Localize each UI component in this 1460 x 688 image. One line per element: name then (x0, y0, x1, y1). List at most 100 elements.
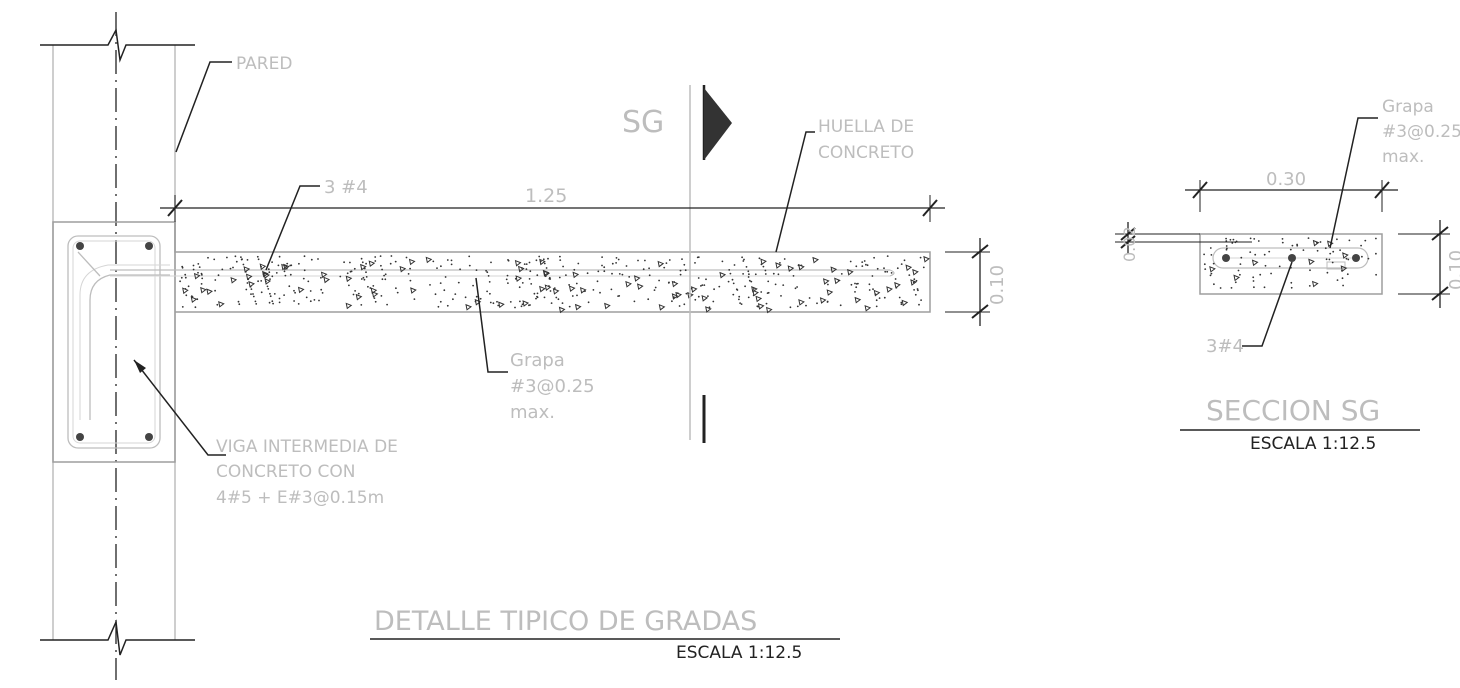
concrete-speckle (1342, 252, 1349, 259)
concrete-speckle (353, 267, 356, 270)
concrete-speckle (529, 270, 532, 273)
concrete-speckle (1270, 272, 1272, 275)
concrete-speckle (922, 266, 925, 269)
concrete-speckle (705, 278, 707, 281)
concrete-speckle (472, 284, 474, 287)
concrete-speckle (509, 301, 512, 303)
concrete-speckle (816, 302, 818, 305)
concrete-speckle (854, 296, 862, 304)
concrete-speckle (269, 278, 271, 280)
concrete-speckle (1278, 265, 1281, 268)
concrete-speckle (489, 301, 492, 304)
concrete-speckle (439, 300, 442, 303)
concrete-speckle (683, 303, 686, 306)
concrete-speckle (271, 261, 273, 263)
concrete-speckle (732, 293, 735, 296)
concrete-speckle (386, 303, 388, 306)
concrete-speckle (586, 272, 589, 275)
concrete-speckle (826, 289, 834, 296)
concrete-speckle (1375, 237, 1377, 240)
concrete-speckle (349, 261, 351, 264)
grapa-main-line1: Grapa (510, 350, 565, 371)
concrete-speckle (884, 270, 887, 273)
concrete-speckle (265, 280, 267, 283)
concrete-speckle (850, 283, 853, 286)
concrete-speckle (1249, 237, 1252, 240)
concrete-speckle (514, 259, 522, 267)
concrete-speckle (246, 282, 249, 284)
concrete-speckle (465, 303, 473, 311)
concrete-speckle (525, 268, 528, 270)
concrete-speckle (653, 289, 656, 291)
concrete-speckle (765, 302, 768, 305)
concrete-speckle (719, 271, 727, 279)
concrete-speckle (429, 284, 431, 286)
concrete-speckle (615, 262, 617, 264)
section-dim-width: 0.30 (1266, 169, 1306, 190)
concrete-speckle (250, 288, 253, 290)
concrete-speckle (748, 273, 750, 276)
concrete-speckle (604, 302, 611, 310)
concrete-speckle (1210, 272, 1213, 275)
concrete-speckle (450, 259, 453, 262)
concrete-speckle (298, 262, 300, 265)
concrete-speckle (775, 262, 782, 269)
concrete-speckle (636, 283, 644, 290)
label-pared: PARED (175, 54, 292, 153)
concrete-speckle (597, 270, 600, 273)
concrete-speckle (538, 255, 541, 258)
concrete-speckle (707, 295, 709, 297)
concrete-speckle (1257, 240, 1260, 242)
concrete-speckle (269, 292, 271, 295)
concrete-speckle (1252, 276, 1255, 279)
concrete-speckle (757, 305, 760, 308)
concrete-speckle (439, 282, 442, 284)
concrete-speckle (184, 276, 187, 279)
concrete-speckle (216, 303, 219, 306)
concrete-speckle (618, 273, 621, 275)
concrete-speckle (1367, 257, 1370, 260)
concrete-speckle (536, 295, 538, 298)
concrete-speckle (572, 271, 580, 279)
concrete-speckle (267, 268, 270, 271)
concrete-speckle (772, 272, 775, 275)
concrete-speckle (352, 293, 355, 296)
concrete-speckle (739, 302, 741, 304)
viga-label-line3: 4#5 + E#3@0.15m (216, 488, 384, 508)
concrete-speckle (486, 290, 488, 293)
concrete-speckle (213, 258, 216, 261)
concrete-speckle (900, 263, 903, 265)
concrete-speckle (797, 264, 800, 267)
concrete-speckle (214, 279, 217, 281)
concrete-speckle (256, 255, 259, 258)
concrete-speckle (914, 293, 917, 296)
concrete-speckle (191, 296, 194, 299)
concrete-speckle (873, 289, 881, 297)
concrete-speckle (363, 278, 366, 281)
concrete-speckle (1325, 258, 1328, 261)
concrete-speckle (615, 257, 618, 259)
concrete-speckle (644, 259, 646, 262)
concrete-speckle (278, 297, 281, 300)
concrete-speckle (745, 266, 748, 268)
concrete-speckle (1328, 258, 1331, 261)
concrete-speckle (318, 299, 320, 302)
concrete-speckle (230, 276, 238, 284)
concrete-speckle (919, 256, 922, 259)
concrete-speckle (913, 278, 916, 281)
concrete-speckle (1204, 268, 1207, 270)
concrete-speckle (293, 289, 295, 292)
concrete-speckle (913, 289, 915, 291)
concrete-speckle (486, 271, 489, 274)
concrete-speckle (497, 304, 500, 307)
concrete-speckle (193, 272, 201, 280)
concrete-speckle (360, 257, 363, 260)
concrete-speckle (357, 292, 360, 295)
concrete-speckle (579, 287, 587, 294)
concrete-speckle (244, 271, 247, 273)
concrete-speckle (384, 278, 387, 281)
concrete-speckle (657, 260, 665, 268)
concrete-speckle (249, 285, 252, 288)
concrete-speckle (1225, 237, 1227, 240)
section-arrow-icon (704, 88, 732, 160)
